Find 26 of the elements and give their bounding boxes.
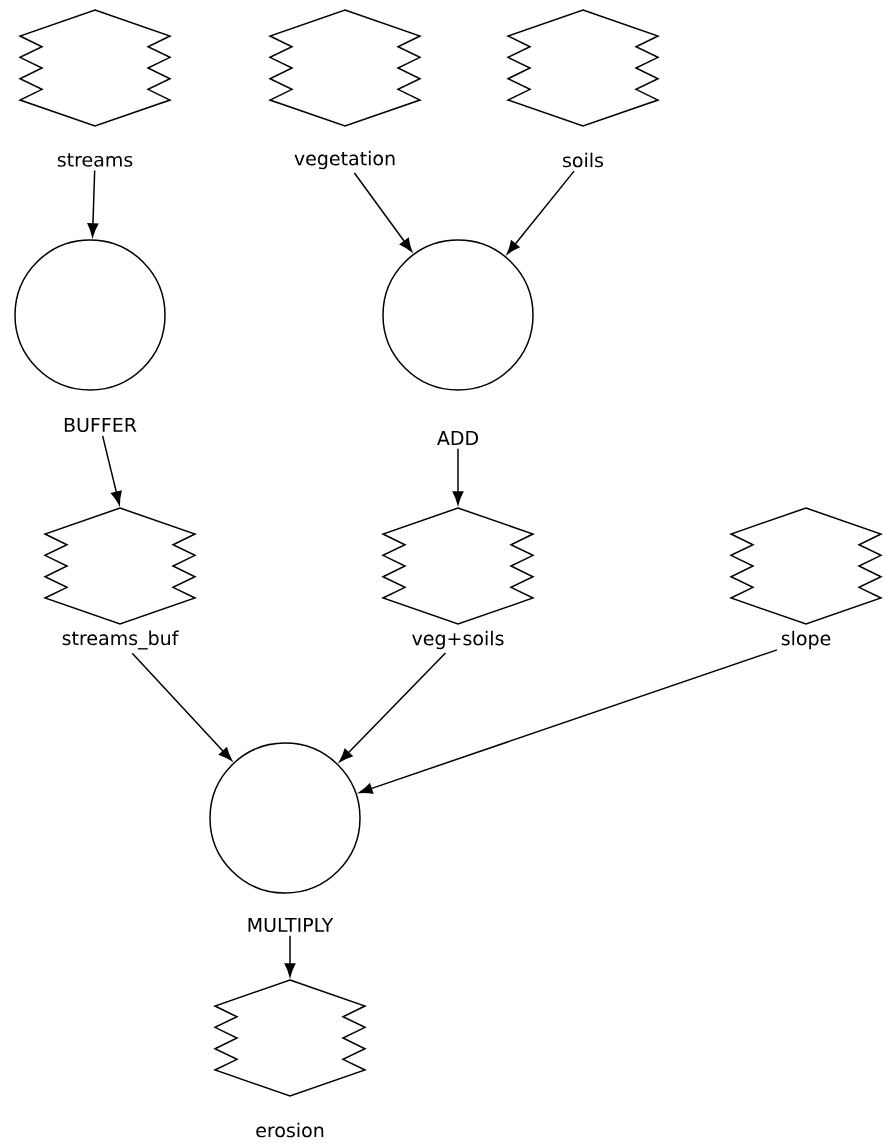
node-label: ADD [437, 431, 478, 445]
arrow [452, 447, 464, 505]
node-label: streams [57, 153, 133, 167]
arrow [358, 649, 778, 794]
dataset-node: erosion [213, 979, 367, 1138]
arrow [87, 169, 99, 237]
arrow [339, 652, 447, 763]
node-label: vegetation [294, 150, 395, 170]
arrow [353, 172, 413, 253]
dataset-node: soils [506, 9, 660, 168]
arrow [284, 935, 296, 977]
dataset-node: slope [729, 507, 883, 650]
arrow [131, 652, 233, 761]
node-label: slope [781, 630, 831, 650]
arrow [506, 170, 575, 255]
dataset-node: veg+soils [381, 507, 535, 650]
dataset-node: vegetation [268, 9, 422, 170]
dataset-node: streams_buf [43, 507, 197, 650]
node-label: BUFFER [64, 417, 137, 433]
dataset-node: streams [18, 9, 172, 167]
node-label: MULTIPLY [248, 917, 334, 933]
node-label: erosion [256, 1122, 324, 1138]
arrow [101, 435, 122, 505]
node-label: streams_buf [62, 630, 179, 650]
node-label: soils [563, 152, 604, 168]
node-label: veg+soils [412, 630, 504, 650]
